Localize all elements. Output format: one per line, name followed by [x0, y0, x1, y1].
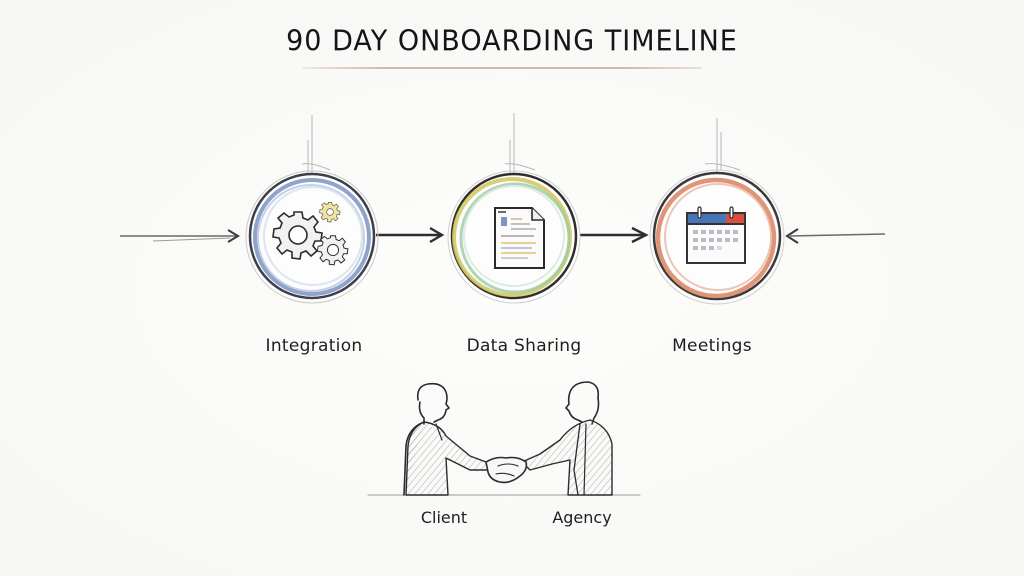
client-figure — [403, 382, 489, 496]
stage-label-integration: Integration — [265, 336, 363, 356]
stage-integration-circle[interactable] — [245, 170, 379, 304]
document-icon — [494, 207, 545, 269]
person-label-agency: Agency — [552, 508, 612, 527]
stage-datasharing-circle[interactable] — [447, 170, 581, 304]
title-underline — [302, 67, 702, 69]
stage-meetings-circle[interactable] — [649, 169, 785, 305]
arrow-in-right — [785, 228, 886, 244]
arrow-integration-to-datasharing — [376, 226, 445, 244]
clasped-hands — [485, 456, 528, 484]
agency-figure — [521, 381, 613, 496]
arrow-datasharing-to-meetings — [580, 226, 649, 244]
stage-label-datasharing: Data Sharing — [466, 336, 582, 356]
arrow-in-left — [120, 229, 240, 243]
calendar-icon — [686, 206, 746, 264]
gears-icon — [272, 202, 349, 266]
handshake-illustration — [367, 381, 641, 496]
diagram-title: 90 Day Onboarding Timeline — [286, 25, 738, 58]
person-label-client: Client — [420, 508, 468, 527]
stage-label-meetings: Meetings — [672, 336, 752, 356]
